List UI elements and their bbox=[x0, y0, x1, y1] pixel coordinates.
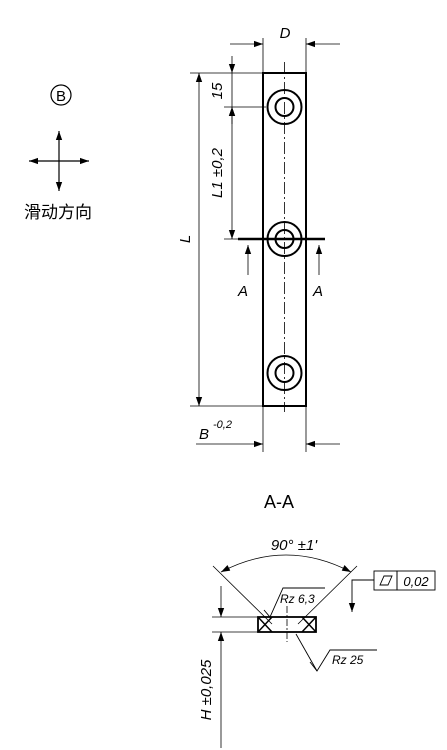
dimension-l1-label: L1 ±0,2 bbox=[209, 147, 226, 198]
angle-dimension: 90° ±1' bbox=[212, 537, 358, 625]
dimension-b-label: B bbox=[199, 426, 209, 443]
dimension-l1: L1 ±0,2 bbox=[209, 107, 236, 239]
section-profile bbox=[257, 606, 317, 642]
dimension-d-label: D bbox=[280, 25, 291, 42]
flatness-icon bbox=[379, 575, 393, 586]
dimension-15-label: 15 bbox=[209, 82, 226, 99]
dimension-d: D bbox=[230, 25, 340, 73]
roughness-symbol-chamfer: Rz 25 bbox=[295, 633, 377, 672]
section-title: A-A bbox=[264, 492, 294, 512]
dimension-l-label: L bbox=[177, 235, 194, 243]
dimension-b: B -0,2 bbox=[196, 406, 340, 452]
flatness-value: 0,02 bbox=[403, 574, 429, 589]
dimension-15: 15 bbox=[209, 56, 236, 124]
variant-label: B bbox=[56, 88, 66, 105]
sliding-direction-label: 滑动方向 bbox=[24, 203, 92, 222]
angle-label: 90° ±1' bbox=[271, 537, 318, 554]
sliding-direction-icon bbox=[29, 131, 89, 191]
dimension-l: L bbox=[177, 73, 203, 406]
bore-hole-bottom bbox=[266, 355, 303, 391]
flatness-tolerance-frame: 0,02 bbox=[348, 570, 436, 612]
roughness-face-label: Rz 6,3 bbox=[280, 592, 315, 606]
section-marker-right: A bbox=[312, 283, 323, 300]
section-cut-line: A A bbox=[237, 237, 325, 300]
roughness-symbol-face: Rz 6,3 bbox=[263, 587, 325, 618]
dimension-b-tolerance: -0,2 bbox=[213, 419, 232, 431]
dimension-h: H ±0,025 bbox=[198, 586, 258, 748]
bore-hole-top bbox=[266, 89, 303, 125]
dimension-h-label: H ±0,025 bbox=[198, 659, 215, 720]
variant-badge: B bbox=[50, 84, 72, 106]
section-marker-left: A bbox=[237, 283, 248, 300]
roughness-chamfer-label: Rz 25 bbox=[332, 653, 364, 667]
